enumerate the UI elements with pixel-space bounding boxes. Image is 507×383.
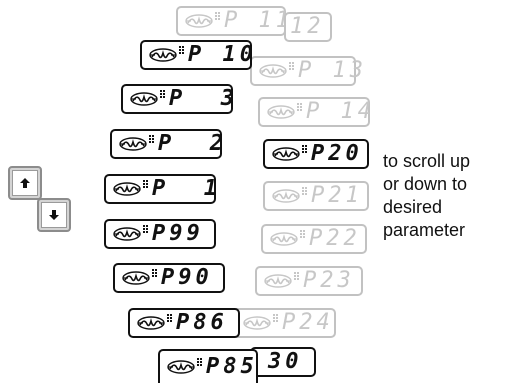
- display-value: 30: [268, 349, 303, 374]
- indicator-dots-icon: [297, 103, 302, 111]
- display-value: P 11: [224, 8, 293, 33]
- fan-icon: [263, 273, 293, 289]
- indicator-dots-icon: [302, 145, 307, 153]
- right-display-10: 30: [250, 347, 316, 377]
- display-value: P20: [311, 141, 363, 166]
- right-display-2: 12: [284, 12, 332, 42]
- scroll-down-button-face[interactable]: [41, 202, 67, 228]
- indicator-dots-icon: [302, 187, 307, 195]
- indicator-dots-icon: [197, 358, 202, 366]
- right-display-1: P 11: [176, 6, 289, 36]
- fan-icon: [266, 104, 296, 120]
- fan-icon: [136, 315, 166, 331]
- arrow-down-icon: [49, 210, 59, 220]
- display-value: P22: [309, 226, 361, 251]
- fan-icon: [121, 270, 151, 286]
- display-value: P 10: [188, 42, 257, 67]
- instruction-line: or down to: [383, 174, 468, 194]
- display-value: P23: [303, 268, 355, 293]
- fan-icon: [112, 181, 142, 197]
- fan-icon: [242, 315, 272, 331]
- display-value: P21: [311, 183, 363, 208]
- fan-icon: [112, 226, 142, 242]
- display-value: P85: [206, 354, 258, 379]
- display-value: P 3: [169, 86, 238, 111]
- display-value: P 2: [158, 131, 227, 156]
- instruction-line: desired: [383, 197, 443, 217]
- scroll-up-button-face[interactable]: [12, 170, 38, 196]
- indicator-dots-icon: [167, 314, 172, 322]
- right-display-4: P 14: [258, 97, 371, 127]
- indicator-dots-icon: [179, 46, 184, 54]
- indicator-dots-icon: [294, 272, 299, 280]
- fan-icon: [271, 146, 301, 162]
- indicator-dots-icon: [149, 135, 154, 143]
- display-value: P 1: [152, 176, 221, 201]
- left-display-8: P85: [158, 349, 258, 383]
- right-display-7: P22: [261, 224, 367, 254]
- right-display-5-current: P20: [263, 139, 369, 169]
- display-value: P24: [282, 310, 334, 335]
- indicator-dots-icon: [160, 90, 165, 98]
- right-display-6: P21: [263, 181, 369, 211]
- right-display-8: P23: [255, 266, 363, 296]
- indicator-dots-icon: [143, 225, 148, 233]
- fan-icon: [148, 47, 178, 63]
- right-display-3: P 13: [250, 56, 363, 86]
- instruction-text: to scroll up or down to desired paramete…: [383, 150, 507, 242]
- display-value: P99: [152, 221, 204, 246]
- fan-icon: [184, 13, 214, 29]
- left-display-7: P86: [128, 308, 240, 338]
- left-display-6: P90: [113, 263, 225, 293]
- display-value: 12: [290, 14, 325, 39]
- left-display-5: P99: [104, 219, 216, 249]
- scroll-down-button[interactable]: [37, 198, 71, 232]
- arrow-up-icon: [20, 178, 30, 188]
- scroll-up-button[interactable]: [8, 166, 42, 200]
- fan-icon: [118, 136, 148, 152]
- display-value: P86: [176, 310, 228, 335]
- indicator-dots-icon: [289, 62, 294, 70]
- display-value: P 14: [306, 99, 375, 124]
- left-display-1: P 10: [140, 40, 253, 70]
- indicator-dots-icon: [300, 230, 305, 238]
- fan-icon: [258, 63, 288, 79]
- instruction-line: to scroll up: [383, 151, 471, 171]
- fan-icon: [129, 91, 159, 107]
- left-display-4: P 1: [104, 174, 217, 204]
- display-value: P90: [161, 265, 213, 290]
- fan-icon: [271, 188, 301, 204]
- indicator-dots-icon: [143, 180, 148, 188]
- fan-icon: [166, 359, 196, 375]
- instruction-line: parameter: [383, 220, 466, 240]
- indicator-dots-icon: [215, 12, 220, 20]
- display-value: P 13: [298, 58, 367, 83]
- left-display-2: P 3: [121, 84, 234, 114]
- fan-icon: [269, 231, 299, 247]
- indicator-dots-icon: [152, 269, 157, 277]
- indicator-dots-icon: [273, 314, 278, 322]
- left-display-3: P 2: [110, 129, 223, 159]
